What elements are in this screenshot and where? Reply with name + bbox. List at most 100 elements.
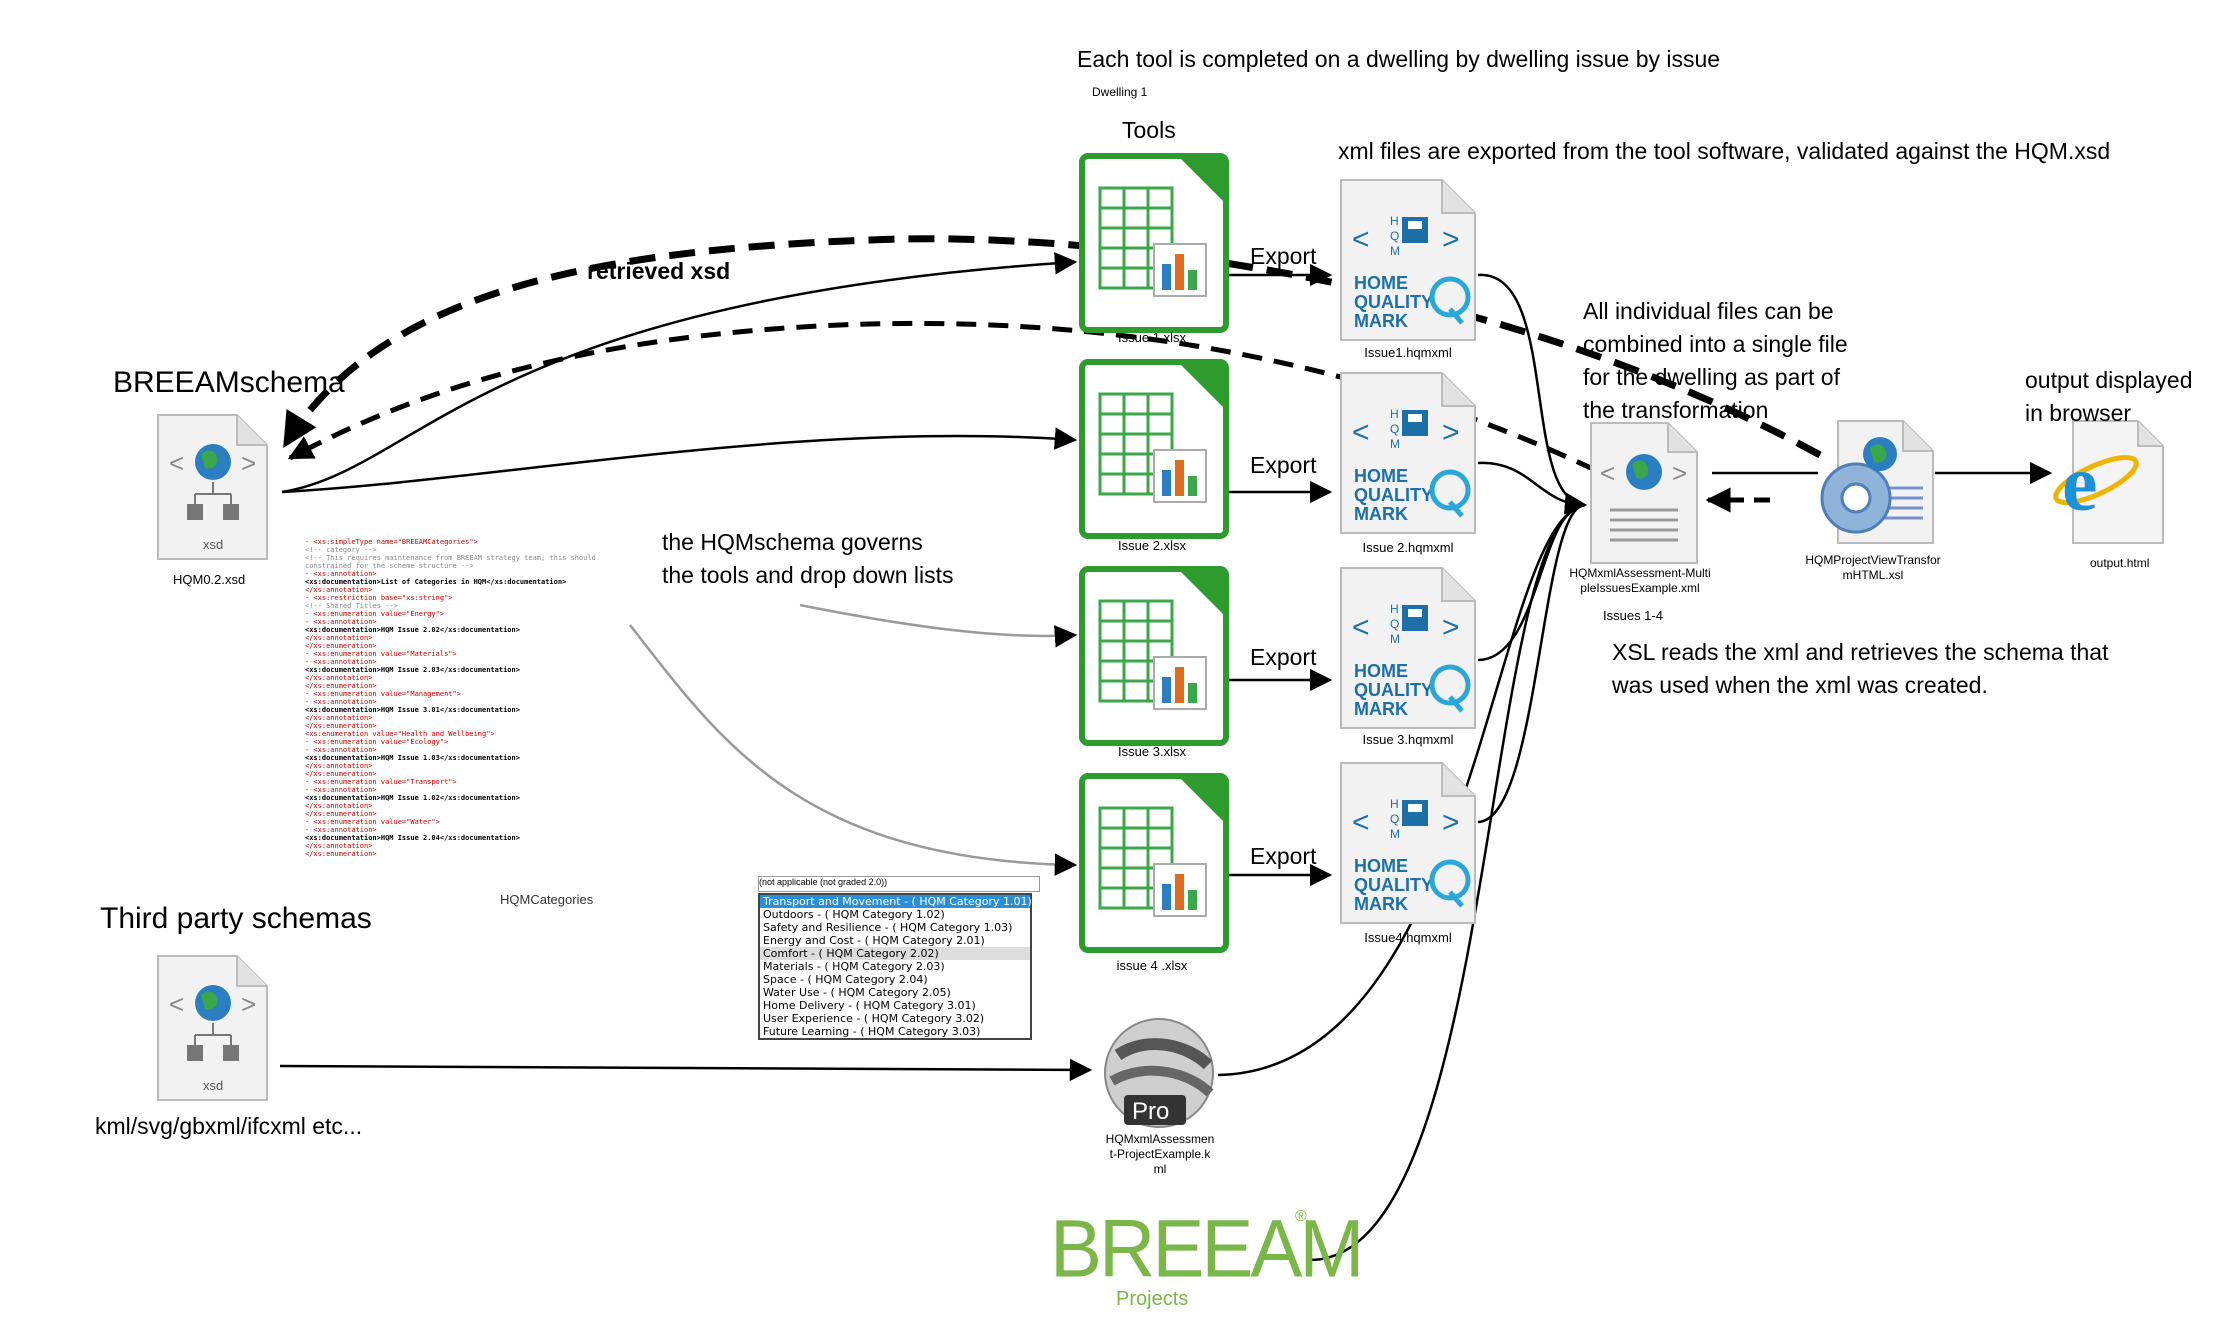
svg-text:HOME: HOME xyxy=(1354,661,1408,681)
schema-snippet-line: - <xs:annotation> xyxy=(305,658,377,666)
schema-to-tool3-line xyxy=(799,603,1078,648)
dropdown-option[interactable]: Space - ( HQM Category 2.04) xyxy=(763,973,928,986)
schema-snippet-line: </xs:enumeration> xyxy=(305,770,377,778)
pro-file-line: t-ProjectExample.k xyxy=(1109,1147,1211,1161)
svg-text:QUALITY: QUALITY xyxy=(1354,680,1433,700)
browser-output-icon: e xyxy=(2053,420,2164,544)
svg-text:>: > xyxy=(1442,806,1460,839)
schema-snippet: - <xs:simpleType name="BREEAMCategories"… xyxy=(305,538,595,880)
combined-file-line: HQMxmlAssessment-Multi xyxy=(1569,566,1711,580)
schema-snippet-line: <xs:documentation>List of Categories in … xyxy=(305,578,567,586)
svg-text:M: M xyxy=(1390,437,1400,451)
dropdown-option[interactable]: Water Use - ( HQM Category 2.05) xyxy=(763,986,951,999)
svg-text:xsd: xsd xyxy=(203,1078,223,1093)
svg-text:HOME: HOME xyxy=(1354,466,1408,486)
combine-note-line: for the dwelling as part of xyxy=(1583,364,1840,390)
schema-snippet-line: </xs:enumeration> xyxy=(305,642,377,650)
breeam-schema-file: HQM0.2.xsd xyxy=(173,572,246,587)
schema-snippet-line: - <xs:annotation> xyxy=(305,826,377,834)
output-note-line: output displayed xyxy=(2025,367,2193,393)
svg-text:<: < xyxy=(1352,806,1370,839)
schema-snippet-line: <xs:enumeration value="Health and Wellbe… xyxy=(305,730,495,738)
svg-text:<: < xyxy=(1352,223,1370,256)
export-label: Export xyxy=(1250,644,1317,670)
breeam-projects-logo: BREEAM ® Projects xyxy=(1050,1201,1364,1310)
xml4-to-combined xyxy=(1477,503,1586,824)
svg-text:<: < xyxy=(169,448,184,478)
xsl-file-name: HQMProjectViewTransfor mHTML.xsl xyxy=(1805,553,1940,583)
dropdown-option[interactable]: Safety and Resilience - ( HQM Category 1… xyxy=(763,921,1013,934)
svg-text:<: < xyxy=(1600,458,1615,488)
svg-text:H: H xyxy=(1390,407,1399,421)
dropdown-header[interactable]: (not applicable (not graded 2.0)) xyxy=(758,876,1040,892)
schema-snippet-line: - <xs:enumeration value="Water"> xyxy=(305,818,440,826)
category-dropdown-list[interactable]: Transport and Movement - ( HQM Category … xyxy=(758,893,1032,1040)
schema-snippet-line: - <xs:annotation> xyxy=(305,618,377,626)
schema-snippet-line: <xs:documentation>HQM Issue 2.04</xs:doc… xyxy=(305,834,520,842)
schema-snippet-line: </xs:enumeration> xyxy=(305,850,377,858)
svg-text:M: M xyxy=(1390,244,1400,258)
schema-snippet-line: - <xs:annotation> xyxy=(305,570,377,578)
schema-snippet-line: </xs:annotation> xyxy=(305,586,373,594)
schema-snippet-line: </xs:annotation> xyxy=(305,634,373,642)
issues-range: Issues 1-4 xyxy=(1603,608,1663,623)
third-party-title: Third party schemas xyxy=(100,902,372,935)
combined-file-line: pleIssuesExample.xml xyxy=(1580,581,1700,595)
schema-snippet-line: - <xs:enumeration value="Management"> xyxy=(305,690,461,698)
schema-snippet-line: </xs:annotation> xyxy=(305,762,373,770)
combine-note-line: All individual files can be xyxy=(1583,298,1834,324)
xsl-note: XSL reads the xml and retrieves the sche… xyxy=(1612,636,2108,702)
schema-snippet-line: <xs:documentation>HQM Issue 2.02</xs:doc… xyxy=(305,626,520,634)
pro-file-name: HQMxmlAssessmen t-ProjectExample.k ml xyxy=(1106,1132,1215,1177)
svg-text:MARK: MARK xyxy=(1354,311,1408,331)
svg-text:>: > xyxy=(241,448,256,478)
dropdown-option[interactable]: Home Delivery - ( HQM Category 3.01) xyxy=(763,999,976,1012)
dwelling-label: Dwelling 1 xyxy=(1092,85,1148,99)
svg-text:<: < xyxy=(1352,416,1370,449)
svg-text:>: > xyxy=(1442,416,1460,449)
schema-snippet-line: <xs:documentation>HQM Issue 1.02</xs:doc… xyxy=(305,794,520,802)
breeam-schema-title: BREEAMschema xyxy=(113,366,345,399)
breeam-to-combined xyxy=(1309,503,1586,1262)
combine-note-line: the transformation xyxy=(1583,397,1769,423)
dropdown-option[interactable]: Transport and Movement - ( HQM Category … xyxy=(760,895,1032,908)
dropdown-option[interactable]: Future Learning - ( HQM Category 3.03) xyxy=(763,1025,981,1038)
governs-note-line: the HQMschema governs xyxy=(662,529,923,555)
breeam-logo-word: BREEAM xyxy=(1050,1201,1364,1295)
schema-snippet-line: <!-- This requires maintenance from BREE… xyxy=(305,554,595,562)
headline-note: Each tool is completed on a dwelling by … xyxy=(1077,46,1721,72)
xsd-file-icon: < > xsd xyxy=(157,414,268,560)
dropdown-option[interactable]: Energy and Cost - ( HQM Category 2.01) xyxy=(763,934,985,947)
spreadsheet-tool-icon xyxy=(1078,772,1230,959)
schema-snippet-line: - <xs:simpleType name="BREEAMCategories"… xyxy=(305,538,478,546)
schema-snippet-line: </xs:annotation> xyxy=(305,842,373,850)
dropdown-option[interactable]: Outdoors - ( HQM Category 1.02) xyxy=(763,908,945,921)
dropdown-option[interactable]: User Experience - ( HQM Category 3.02) xyxy=(763,1012,985,1025)
xsd-icon-caption: xsd xyxy=(203,537,223,552)
svg-text:QUALITY: QUALITY xyxy=(1354,292,1433,312)
dropdown-option[interactable]: Comfort - ( HQM Category 2.02) xyxy=(760,947,1030,960)
svg-text:HOME: HOME xyxy=(1354,273,1408,293)
schema-to-tool4-line xyxy=(629,624,1078,876)
pro-file-line: HQMxmlAssessmen xyxy=(1105,1132,1215,1146)
xml-document-icon: < > xyxy=(1590,422,1698,564)
export-label: Export xyxy=(1250,843,1317,869)
spreadsheet-tool-icon xyxy=(1078,152,1230,339)
svg-text:<: < xyxy=(169,989,184,1019)
xsl-file-line: mHTML.xsl xyxy=(1842,568,1904,582)
svg-text:Q: Q xyxy=(1390,617,1399,631)
schema-snippet-line: - <xs:annotation> xyxy=(305,698,377,706)
dropdown-option[interactable]: Materials - ( HQM Category 2.03) xyxy=(763,960,945,973)
schema-snippet-line: </xs:enumeration> xyxy=(305,810,377,818)
svg-text:e: e xyxy=(2062,440,2098,528)
xsl-note-line: was used when the xml was created. xyxy=(1612,672,1988,698)
categories-caption: HQMCategories xyxy=(500,892,594,907)
xsl-file-line: HQMProjectViewTransfor xyxy=(1805,553,1941,567)
xml2-to-combined xyxy=(1477,461,1586,507)
schema-snippet-line: <xs:documentation>HQM Issue 2.03</xs:doc… xyxy=(305,666,520,674)
spreadsheet-tool-icon xyxy=(1078,358,1230,545)
xml1-to-combined xyxy=(1477,273,1588,515)
